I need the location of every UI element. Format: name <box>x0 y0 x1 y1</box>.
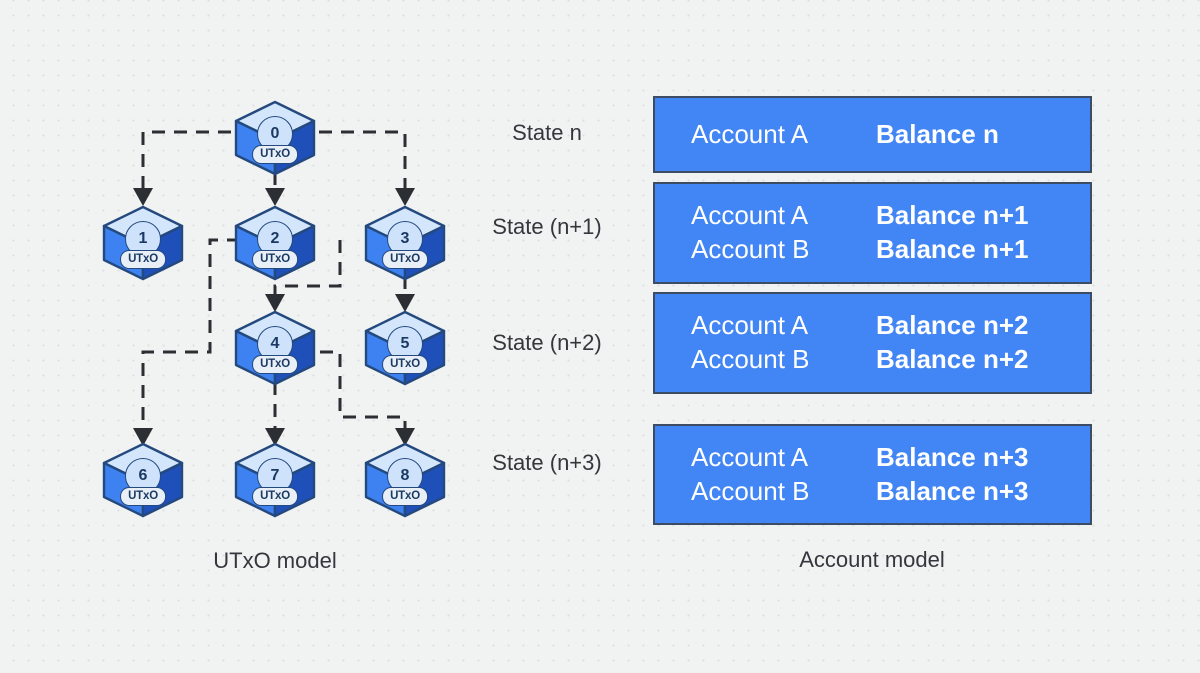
state-label-n: State n <box>512 120 582 145</box>
edge-2-6 <box>141 238 240 430</box>
account-name: Account B <box>691 344 810 374</box>
account-rows: Account A Balance n+1 Account B Balance … <box>655 199 1090 267</box>
state-label-n2: State (n+2) <box>492 330 602 355</box>
utxo-node-8[interactable]: 8 UTxO <box>364 442 446 518</box>
edge-0-1 <box>141 130 275 190</box>
account-row: Account A Balance n+3 <box>691 441 1090 475</box>
account-state-box-n2[interactable]: Account A Balance n+2 Account B Balance … <box>653 292 1092 394</box>
arrowhead-7 <box>265 428 285 446</box>
account-balance: Balance n+3 <box>876 441 1029 472</box>
account-rows: Account A Balance n+2 Account B Balance … <box>655 309 1090 377</box>
account-model-caption: Account model <box>799 547 945 572</box>
account-name: Account A <box>691 441 809 472</box>
arrowhead-2 <box>265 188 285 206</box>
arrowhead-3 <box>395 188 415 206</box>
utxo-node-1[interactable]: 1 UTxO <box>102 205 184 281</box>
utxo-node-1-pill: UTxO <box>120 250 166 270</box>
utxo-node-5[interactable]: 5 UTxO <box>364 310 446 386</box>
utxo-node-6[interactable]: 6 UTxO <box>102 442 184 518</box>
account-rows: Account A Balance n <box>655 118 1090 152</box>
utxo-node-2-pill: UTxO <box>252 250 298 270</box>
account-state-box-n1[interactable]: Account A Balance n+1 Account B Balance … <box>653 182 1092 284</box>
arrowhead-5 <box>395 294 415 312</box>
account-state-box-n[interactable]: Account A Balance n <box>653 96 1092 173</box>
utxo-node-4[interactable]: 4 UTxO <box>234 310 316 386</box>
account-name: Account A <box>691 200 809 231</box>
account-name: Account A <box>691 118 809 149</box>
account-balance: Balance n+2 <box>876 344 1029 374</box>
utxo-node-0[interactable]: 0 UTxO <box>234 100 316 176</box>
utxo-node-7[interactable]: 7 UTxO <box>234 442 316 518</box>
edge-3-4 <box>273 240 342 296</box>
utxo-node-0-pill: UTxO <box>252 145 298 165</box>
edge-4-8 <box>320 350 407 430</box>
account-name: Account A <box>691 310 809 341</box>
utxo-node-5-pill: UTxO <box>382 355 428 375</box>
utxo-model-caption: UTxO model <box>213 548 337 573</box>
account-balance: Balance n+3 <box>876 475 1029 506</box>
account-row: Account A Balance n <box>691 118 1090 152</box>
utxo-node-3-pill: UTxO <box>382 250 428 270</box>
account-row: Account B Balance n+1 <box>691 233 1090 267</box>
account-balance: Balance n <box>876 118 999 149</box>
utxo-node-3[interactable]: 3 UTxO <box>364 205 446 281</box>
account-balance: Balance n+1 <box>876 234 1029 264</box>
utxo-node-4-pill: UTxO <box>252 355 298 375</box>
account-balance: Balance n+2 <box>876 310 1029 341</box>
utxo-node-2[interactable]: 2 UTxO <box>234 205 316 281</box>
arrowhead-6 <box>133 428 153 446</box>
account-name: Account B <box>691 234 810 264</box>
state-label-n1: State (n+1) <box>492 214 602 239</box>
account-row: Account B Balance n+2 <box>691 343 1090 377</box>
utxo-node-7-pill: UTxO <box>252 487 298 507</box>
account-state-box-n3[interactable]: Account A Balance n+3 Account B Balance … <box>653 424 1092 525</box>
arrowhead-8 <box>395 428 415 446</box>
account-row: Account A Balance n+2 <box>691 309 1090 343</box>
account-name: Account B <box>691 475 810 506</box>
account-rows: Account A Balance n+3 Account B Balance … <box>655 441 1090 509</box>
state-label-n3: State (n+3) <box>492 450 602 475</box>
account-row: Account B Balance n+3 <box>691 475 1090 509</box>
arrowhead-1 <box>133 188 153 206</box>
account-balance: Balance n+1 <box>876 200 1029 231</box>
utxo-node-8-pill: UTxO <box>382 487 428 507</box>
account-row: Account A Balance n+1 <box>691 199 1090 233</box>
utxo-node-6-pill: UTxO <box>120 487 166 507</box>
arrowhead-4 <box>265 294 285 312</box>
